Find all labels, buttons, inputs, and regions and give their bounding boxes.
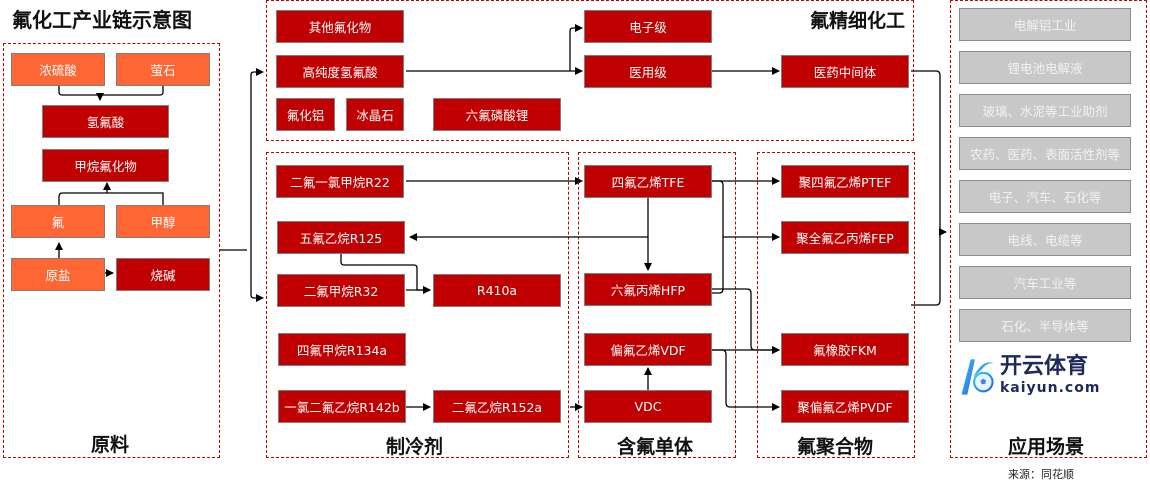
edge-pharma-app <box>911 70 941 306</box>
app-item: 玻璃、水泥等工业助剂 <box>959 94 1131 127</box>
node-r410a: R410a <box>433 274 561 307</box>
node-hydrofluoric-acid: 氢氟酸 <box>42 105 169 138</box>
node-fluorite: 萤石 <box>116 53 210 86</box>
node-r32: 二氟甲烷R32 <box>277 274 405 307</box>
app-item: 石化、半导体等 <box>959 309 1131 342</box>
watermark-url: kaiyun.com <box>1000 380 1101 396</box>
group-label-refrigerant: 制冷剂 <box>386 436 444 458</box>
node-aluminum-fluoride: 氟化铝 <box>276 98 335 131</box>
source-note: 来源：同花顺 <box>1008 468 1074 481</box>
node-fkm: 氟橡胶FKM <box>781 333 909 366</box>
group-refrigerant <box>266 152 569 458</box>
group-label-polymer: 氟聚合物 <box>797 436 874 458</box>
node-pharma-intermediate: 医药中间体 <box>781 55 909 88</box>
node-ptfe: 聚四氟乙烯PTEF <box>781 165 909 198</box>
app-item: 电子、汽车、石化等 <box>959 180 1131 213</box>
edge-brace-fine <box>250 68 264 250</box>
node-cryolite: 冰晶石 <box>346 98 404 131</box>
watermark-brand: 开云体育 <box>1000 354 1089 379</box>
edge-fluorine-mf <box>58 192 164 205</box>
group-application <box>950 0 1147 458</box>
edge-fluorite-hf <box>100 84 164 96</box>
node-salt: 原盐 <box>11 258 105 291</box>
app-item: 电解铝工业 <box>959 8 1131 41</box>
node-other-fluorides: 其他氟化物 <box>276 10 404 43</box>
edge-hfp-fkm <box>712 288 780 354</box>
node-vdf: 偏氟乙烯VDF <box>584 333 712 366</box>
node-lipf6: 六氟磷酸锂 <box>433 98 561 131</box>
group-label-monomer: 含氟单体 <box>617 436 694 458</box>
group-label-raw: 原料 <box>91 434 130 456</box>
node-hfp: 六氟丙烯HFP <box>584 273 712 306</box>
group-label-application: 应用场景 <box>1008 436 1085 458</box>
node-r125: 五氟乙烷R125 <box>277 221 405 254</box>
node-r134a: 四氟甲烷R134a <box>278 333 406 366</box>
node-pvdf: 聚偏氟乙烯PVDF <box>781 390 909 423</box>
edge-sulfuric-hf <box>58 84 104 101</box>
edge-tfe-fep-brace <box>712 180 724 294</box>
node-fep: 聚全氟乙丙烯FEP <box>781 221 909 254</box>
node-electronic-grade: 电子级 <box>584 10 712 43</box>
edge-hphf-electronic <box>569 24 583 71</box>
edge-brace-ref <box>250 250 264 302</box>
node-r152a: 二氟乙烷R152a <box>433 390 561 423</box>
node-medical-grade: 医用级 <box>584 55 712 88</box>
node-methanol: 甲醇 <box>116 205 210 238</box>
edge-r125-r410a <box>340 253 431 294</box>
group-monomer <box>578 152 736 458</box>
node-methane-fluoride: 甲烷氟化物 <box>42 149 169 182</box>
node-caustic-soda: 烧碱 <box>116 258 210 291</box>
node-vdc: VDC <box>584 390 712 423</box>
node-fluorine: 氟 <box>11 205 105 238</box>
app-item: 汽车工业等 <box>959 266 1131 299</box>
kaiyun-logo-icon <box>961 359 994 395</box>
app-item: 农药、医药、表面活性剂等 <box>959 137 1131 170</box>
node-r22: 二氟一氯甲烷R22 <box>276 165 404 198</box>
node-sulfuric-acid: 浓硫酸 <box>11 53 105 86</box>
node-r142b: 一氯二氟乙烷R142b <box>278 390 406 423</box>
app-item: 锂电池电解液 <box>959 51 1131 84</box>
app-item: 电线、电缆等 <box>959 223 1131 256</box>
group-label-fine: 氟精细化工 <box>810 10 906 32</box>
group-raw <box>3 43 220 458</box>
diagram-title: 氟化工产业链示意图 <box>12 8 192 32</box>
node-tfe: 四氟乙烯TFE <box>584 165 712 198</box>
node-high-purity-hf: 高纯度氢氟酸 <box>276 55 404 88</box>
edge-vdf-pvdf <box>712 349 780 411</box>
